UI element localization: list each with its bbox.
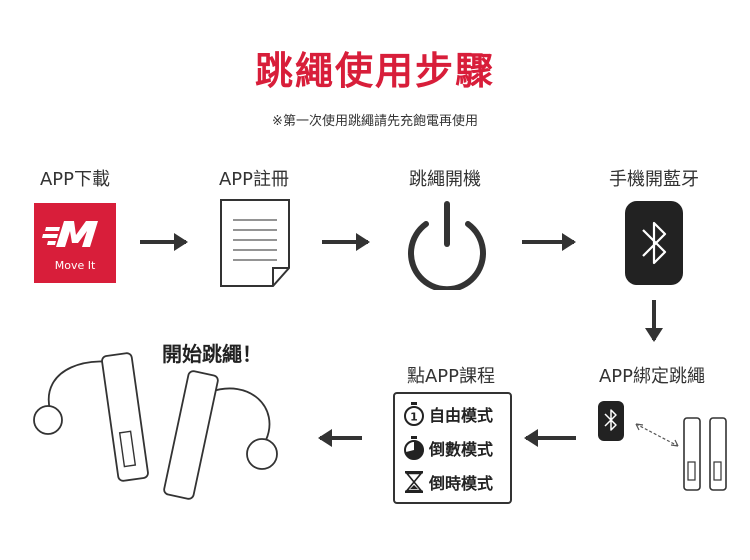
- arrow-left-2: [318, 429, 362, 447]
- arrow-right-2: [322, 233, 370, 251]
- stopwatch-1-icon: 1: [404, 402, 424, 426]
- pairing-arrow-icon: [632, 420, 682, 454]
- mode-label-timer: 倒時模式: [429, 474, 494, 493]
- bluetooth-small-icon: [597, 400, 625, 446]
- rope-handles-small-icon: [682, 416, 728, 496]
- arrow-left-1: [524, 429, 576, 447]
- mode-item-free[interactable]: 1 自由模式: [403, 400, 493, 428]
- step-label-course: 點APP課程: [406, 366, 496, 387]
- mode-item-timer[interactable]: 倒時模式: [403, 468, 493, 496]
- step-label-bluetooth: 手機開藍牙: [609, 169, 699, 190]
- step-label-bind: APP綁定跳繩: [598, 366, 706, 387]
- jump-rope-icon: [30, 348, 290, 508]
- page-title: 跳繩使用步驟: [254, 49, 495, 93]
- step-label-download: APP下載: [39, 169, 111, 190]
- bluetooth-icon: [624, 200, 684, 290]
- logo-text: Move It: [54, 259, 96, 272]
- logo-m-icon: [42, 221, 98, 247]
- move-it-logo: Move It: [34, 203, 116, 283]
- mode-label-free: 自由模式: [429, 406, 494, 425]
- power-icon: [404, 198, 490, 294]
- mode-label-countdown: 倒數模式: [429, 440, 494, 459]
- arrow-down: [645, 300, 663, 342]
- note-text: ※第一次使用跳繩請先充飽電再使用: [272, 114, 478, 129]
- step-label-start: 開始跳繩！: [162, 342, 262, 366]
- document-icon: [218, 198, 292, 292]
- countdown-icon: [404, 436, 424, 460]
- step-label-register: APP註冊: [218, 169, 290, 190]
- svg-text:1: 1: [410, 411, 418, 424]
- arrow-right-3: [522, 233, 576, 251]
- mode-list: 1 自由模式 倒數模式 倒時模式: [393, 392, 512, 504]
- hourglass-icon: [405, 471, 423, 493]
- step-label-power-on: 跳繩開機: [409, 169, 481, 190]
- arrow-right-1: [140, 233, 188, 251]
- mode-item-countdown[interactable]: 倒數模式: [403, 434, 493, 462]
